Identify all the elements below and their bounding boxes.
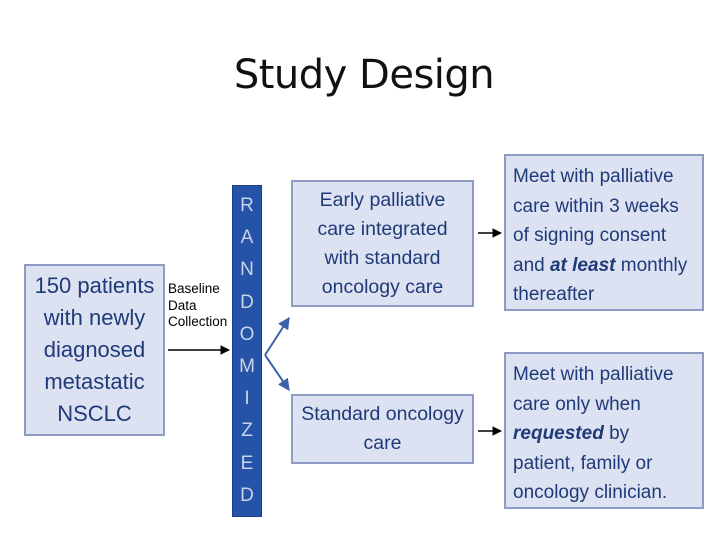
randomized-letter: A	[240, 227, 254, 249]
outcome-text: monthly	[615, 254, 688, 276]
randomized-letter: M	[239, 356, 255, 378]
randomized-letter: I	[244, 388, 250, 410]
randomized-letter: E	[240, 452, 254, 474]
early-arm-line: oncology care	[321, 275, 444, 298]
early-arm-line: Early palliative	[319, 188, 446, 211]
randomized-letter: D	[240, 484, 254, 506]
early-arm-outcome-box: Meet with palliative care within 3 weeks…	[504, 154, 704, 311]
outcome-line: patient, family or	[513, 452, 653, 474]
patients-line: NSCLC	[57, 401, 132, 426]
outcome-line: oncology clinician.	[513, 482, 668, 503]
standard-arm-line: Standard oncology	[301, 403, 464, 425]
outcome-line: Meet with palliative	[513, 364, 674, 385]
outcome-line: requested by	[513, 419, 702, 449]
patients-line: with newly	[43, 305, 146, 330]
early-palliative-care-arm: Early palliative care integrated with st…	[291, 180, 474, 307]
outcome-line: care only when	[513, 393, 641, 415]
outcome-line: thereafter	[513, 284, 595, 305]
randomized-bar: R A N D O M I Z E D	[232, 185, 262, 517]
baseline-line: Data	[168, 297, 197, 313]
emphasis-text: at least	[549, 254, 616, 276]
outcome-line: Meet with palliative	[513, 166, 674, 187]
slide-title: Study Design	[233, 52, 495, 98]
patients-line: metastatic	[44, 369, 145, 394]
patients-line: 150 patients	[34, 273, 155, 298]
standard-arm-outcome-box: Meet with palliative care only when requ…	[504, 352, 704, 509]
outcome-line: care within 3 weeks	[513, 195, 679, 217]
randomized-letter: D	[240, 291, 254, 313]
outcome-line: of signing consent	[513, 225, 667, 246]
patient-population-box: 150 patients with newly diagnosed metast…	[24, 264, 165, 436]
randomized-letter: Z	[241, 420, 253, 442]
outcome-line: and at least monthly	[513, 251, 702, 281]
baseline-line: Collection	[168, 314, 228, 329]
patients-line: diagnosed	[43, 337, 146, 362]
outcome-text: and	[513, 254, 550, 276]
randomization-to-early-arm-arrow	[264, 316, 290, 356]
early-arm-line: with standard	[324, 246, 441, 269]
outcome-text: by	[603, 423, 630, 444]
baseline-line: Baseline	[168, 281, 220, 296]
early-arm-line: care integrated	[317, 217, 448, 240]
baseline-data-collection-label: Baseline Data Collection	[168, 281, 227, 331]
standard-oncology-care-arm: Standard oncology care	[291, 394, 474, 464]
randomized-letter: N	[240, 259, 254, 281]
randomized-letter: O	[239, 323, 255, 345]
randomized-letter: R	[240, 195, 254, 217]
randomization-to-standard-arm-arrow	[264, 354, 290, 391]
emphasis-text: requested	[513, 423, 604, 444]
standard-arm-line: care	[363, 432, 402, 454]
